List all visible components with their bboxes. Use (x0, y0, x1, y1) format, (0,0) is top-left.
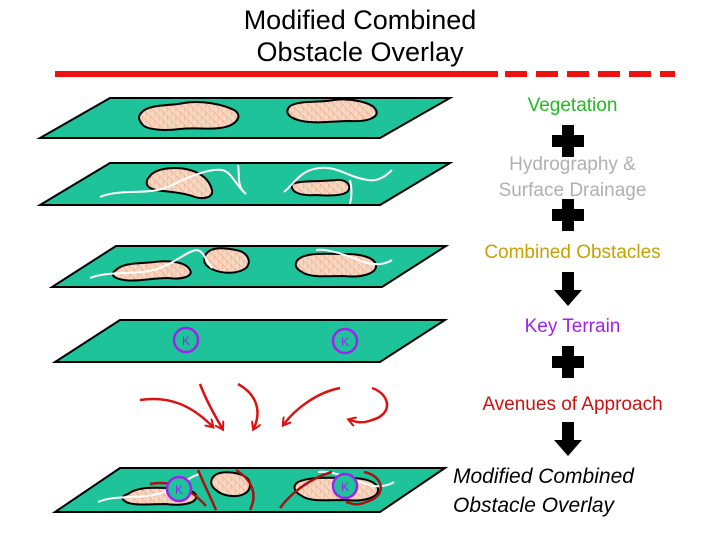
avenue-arrows (139, 382, 389, 428)
avenue-arrow (198, 383, 222, 428)
step-label-hydrography: Hydrography & Surface Drainage (450, 152, 695, 204)
key-terrain-letter: K (341, 480, 349, 494)
layer-vegetation (36, 97, 454, 139)
connector-arrow-1 (554, 272, 582, 306)
drainage-line (89, 248, 213, 279)
step-label-hydrography-line-1: Hydrography & (509, 154, 636, 175)
drainage-line (237, 164, 247, 195)
avenue-arrow-overlay (345, 470, 382, 506)
connector-plus-2 (552, 199, 584, 231)
obstacle-patch (290, 178, 351, 197)
layer-plane (36, 97, 454, 139)
step-label-avenues-of-approach: Avenues of Approach (482, 394, 663, 415)
avenue-arrow (237, 382, 257, 428)
key-terrain-marker: K (331, 327, 359, 355)
obstacle-patch (294, 252, 378, 278)
avenue-arrow-overlay (235, 468, 255, 511)
slide-title-line-2: Obstacle Overlay (256, 37, 464, 67)
avenue-arrow (139, 397, 212, 426)
step-label-combined-obstacles: Combined Obstacles (484, 242, 661, 263)
layer-plane (48, 245, 450, 288)
slide-title-line-1: Modified Combined (243, 5, 477, 35)
connector-plus-1 (552, 125, 584, 157)
avenue-arrow-overlay (196, 469, 218, 511)
key-terrain-letter: K (341, 335, 349, 349)
result-label: Modified Combined Obstacle Overlay (453, 462, 683, 520)
key-terrain-marker: K (331, 472, 359, 500)
layer-plane (36, 162, 454, 206)
step-label-vegetation: Vegetation (527, 95, 618, 116)
drainage-line (315, 248, 393, 266)
key-terrain-marker: K (172, 326, 200, 354)
key-terrain-letter: K (175, 483, 183, 497)
key-terrain-letter: K (182, 334, 190, 348)
vegetation-patch (286, 98, 378, 124)
layer-plane (51, 319, 449, 363)
drainage-line (97, 473, 201, 503)
step-label-hydrography-line-2: Surface Drainage (498, 180, 647, 201)
layer-plane (51, 467, 449, 513)
key-terrain-marker: K (165, 475, 193, 503)
avenue-arrow (284, 386, 341, 424)
layer-key-terrain: K K (51, 319, 449, 363)
layer-result: K K (51, 467, 449, 513)
obstacle-patch (203, 247, 250, 274)
slide-title: Modified Combined Obstacle Overlay (150, 4, 570, 68)
drainage-line (349, 179, 353, 205)
obstacle-patch (210, 471, 251, 498)
step-label-key-terrain: Key Terrain (524, 316, 621, 337)
drainage-line (283, 166, 393, 193)
drainage-line (99, 168, 247, 198)
avenue-arrow-overlay (278, 470, 333, 509)
connector-plus-3 (552, 346, 584, 378)
result-label-line-1: Modified Combined (453, 465, 634, 488)
vegetation-patch (138, 100, 240, 131)
layer-combined-obstacles (48, 245, 450, 288)
avenue-arrow (350, 386, 389, 422)
layer-hydrography (36, 162, 454, 206)
result-label-line-2: Obstacle Overlay (453, 494, 615, 517)
connector-arrow-2 (554, 422, 582, 456)
